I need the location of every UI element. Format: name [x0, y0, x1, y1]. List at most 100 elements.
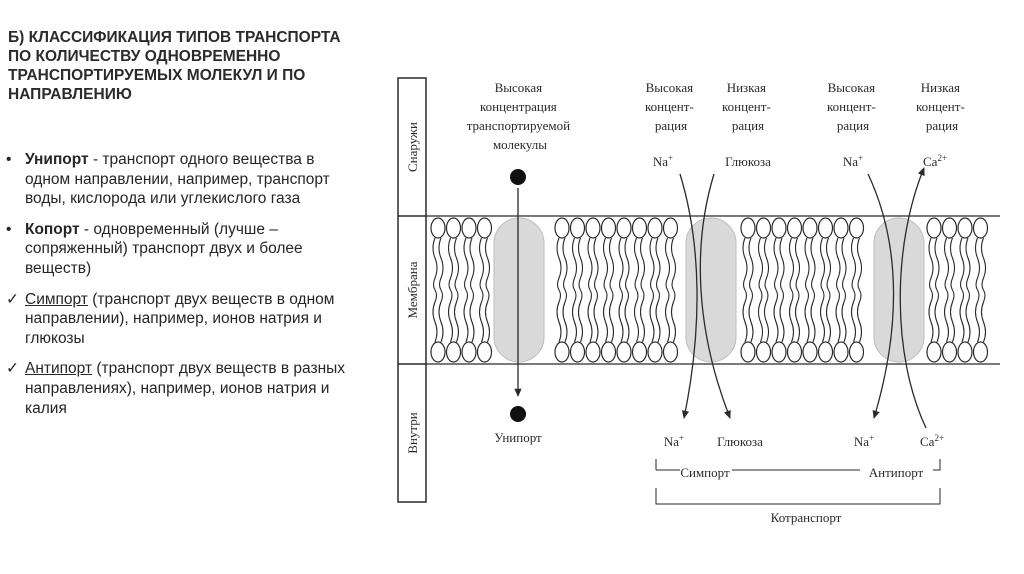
lipid-head — [631, 341, 648, 363]
lipid-head — [569, 341, 586, 363]
lipid-head — [631, 217, 648, 239]
lipid-tail — [624, 289, 630, 343]
lipid-tail — [608, 237, 615, 291]
lipid-head — [802, 217, 818, 239]
lipid-head — [755, 341, 772, 363]
sodium-bottom-symport: Na+ — [664, 433, 684, 449]
molecule-dot-inside — [510, 406, 526, 422]
lipid-tail — [624, 237, 630, 291]
cotransport-bracket — [655, 488, 941, 505]
lipid-head — [941, 217, 958, 239]
lipid-tail — [841, 237, 847, 291]
lipid-tail — [453, 289, 460, 343]
lipid-tail — [856, 237, 863, 291]
lipid-tail — [562, 237, 568, 291]
lipid-head — [647, 341, 663, 363]
lipid-head — [461, 217, 477, 239]
lipid-tail — [664, 289, 671, 343]
lipid-head — [755, 217, 772, 239]
lipid-tail — [478, 237, 485, 291]
term-antiport: Антипорт — [25, 360, 93, 378]
lipid-tail — [794, 289, 801, 343]
lipid-tail — [618, 237, 624, 291]
lipid-tail — [819, 289, 826, 343]
lipid-tail — [773, 289, 779, 343]
lipid-tail — [577, 237, 584, 291]
lipid-tail — [593, 289, 599, 343]
lipid-tail — [748, 289, 754, 343]
lipid-tail — [928, 237, 934, 291]
lipid-head — [476, 217, 493, 239]
symport-high-label: Высокая концент- рация — [645, 80, 697, 133]
calcium-top: Ca2+ — [923, 153, 947, 169]
lipid-tail — [757, 237, 764, 291]
lipid-head — [662, 217, 679, 239]
lipid-tail — [478, 289, 485, 343]
lipid-tail — [965, 237, 971, 291]
symport-sodium-arrow — [679, 173, 698, 419]
lipid-tail — [571, 289, 578, 343]
bullet-dot-icon: • — [6, 151, 12, 168]
label-cotransport: Котранспорт — [771, 510, 842, 525]
lipid-tail — [788, 289, 795, 343]
bullet-symport: ✓ Симпорт (транспорт двух веществ в одно… — [6, 290, 361, 349]
calcium-bottom: Ca2+ — [920, 433, 944, 449]
lipid-head — [941, 341, 958, 363]
lipid-tail — [602, 237, 609, 291]
lipid-head — [740, 217, 756, 239]
glucose-bottom: Глюкоза — [717, 434, 763, 449]
lipid-head — [647, 217, 663, 239]
molecule-dot-outside — [510, 169, 526, 185]
lipid-head — [445, 341, 462, 363]
lipid-tail — [943, 289, 950, 343]
bullet-list: • Унипорт - транспорт одного вещества в … — [6, 150, 361, 429]
lipid-head — [600, 341, 617, 363]
lipid-tail — [804, 237, 810, 291]
symport-glucose-arrow — [699, 173, 731, 419]
lipid-tail — [856, 289, 863, 343]
sodium-top-symport: Na+ — [653, 153, 673, 169]
lipid-tail — [850, 237, 857, 291]
membrane-transport-diagram: Снаружи Мембрана Внутри Высокая концентр… — [397, 77, 1000, 525]
label-membrane: Мембрана — [405, 261, 420, 318]
lipid-tail — [763, 289, 770, 343]
lipid-tail — [639, 237, 646, 291]
bullet-coport: • Копорт - одновременный (лучше – сопряж… — [6, 220, 361, 279]
lipid-head — [600, 217, 617, 239]
antiport-sodium-arrow — [867, 173, 895, 419]
checkmark-icon: ✓ — [6, 360, 19, 378]
lipid-tail — [639, 289, 646, 343]
slide-title: Б) КЛАССИФИКАЦИЯ ТИПОВ ТРАНСПОРТА ПО КОЛ… — [8, 29, 341, 103]
lipid-tail — [928, 289, 934, 343]
lipid-tail — [587, 289, 593, 343]
bullet-antiport: ✓ Антипорт (транспорт двух веществ в раз… — [6, 359, 361, 418]
lipid-tail — [763, 237, 770, 291]
lipid-tail — [664, 237, 671, 291]
lipid-tail — [453, 237, 460, 291]
lipid-tail — [649, 289, 655, 343]
lipid-head — [833, 217, 849, 239]
lipid-tail — [934, 237, 940, 291]
lipid-tail — [773, 237, 779, 291]
lipid-tail — [447, 237, 454, 291]
lipid-tail — [794, 237, 801, 291]
lipid-tail — [655, 237, 661, 291]
lipid-tail — [779, 289, 785, 343]
lipid-head — [926, 341, 942, 363]
lipid-head — [957, 217, 973, 239]
lipid-tail — [825, 237, 832, 291]
lipid-head — [569, 217, 586, 239]
antiport-calcium-arrow — [899, 167, 927, 429]
lipid-tail — [965, 289, 971, 343]
lipid-head — [833, 341, 849, 363]
lipid-tail — [841, 289, 847, 343]
lipid-head — [972, 341, 989, 363]
label-uniport: Унипорт — [494, 430, 542, 445]
lipid-tail — [670, 289, 677, 343]
lipid-tail — [949, 237, 956, 291]
lipid-head — [802, 341, 818, 363]
lipid-tail — [484, 237, 491, 291]
lipid-tail — [438, 237, 444, 291]
lipid-tail — [959, 237, 965, 291]
uniport-channel — [493, 217, 545, 363]
